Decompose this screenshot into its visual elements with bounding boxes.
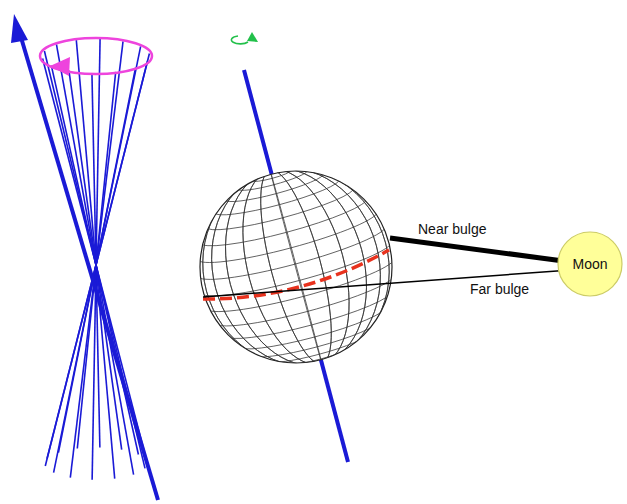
latitude-line bbox=[197, 211, 380, 272]
meridian bbox=[190, 149, 402, 385]
latitude-line bbox=[301, 353, 340, 366]
latitude-line bbox=[197, 226, 389, 290]
meridian bbox=[181, 146, 412, 387]
node-text: Moon bbox=[572, 256, 607, 272]
latitude-line bbox=[253, 321, 380, 363]
meridian bbox=[270, 170, 323, 363]
latitude-line bbox=[200, 241, 395, 306]
meridian bbox=[224, 158, 368, 376]
meridian bbox=[190, 149, 402, 385]
bulge-label: Near bulge bbox=[418, 221, 487, 237]
precession-axis bbox=[20, 34, 158, 500]
meridian bbox=[205, 153, 388, 381]
latitude-line bbox=[214, 179, 341, 221]
meridian bbox=[246, 164, 346, 370]
latitude-line bbox=[206, 188, 357, 238]
globe-grid bbox=[174, 145, 417, 389]
latitude-line bbox=[238, 171, 309, 194]
far-bulge-line bbox=[203, 270, 571, 297]
meridian bbox=[205, 153, 388, 381]
cone-line bbox=[45, 53, 149, 465]
bulge-label: Far bulge bbox=[470, 281, 529, 297]
meridian bbox=[224, 158, 368, 376]
latitude-line bbox=[225, 173, 325, 206]
meridian bbox=[246, 164, 346, 370]
precession-arrowhead bbox=[50, 57, 70, 76]
axis-arrowhead bbox=[11, 14, 28, 43]
meridian bbox=[181, 146, 412, 387]
spin-arrow bbox=[231, 36, 248, 44]
spin-arrowhead bbox=[247, 32, 258, 42]
latitude-line bbox=[285, 345, 356, 368]
latitude-line bbox=[225, 291, 395, 347]
equator bbox=[203, 250, 389, 299]
latitude-line bbox=[238, 307, 389, 357]
latitude-line bbox=[200, 198, 370, 254]
moon-circle: Moon bbox=[557, 231, 623, 297]
near-bulge-line bbox=[390, 238, 571, 262]
latitude-line bbox=[268, 334, 368, 367]
